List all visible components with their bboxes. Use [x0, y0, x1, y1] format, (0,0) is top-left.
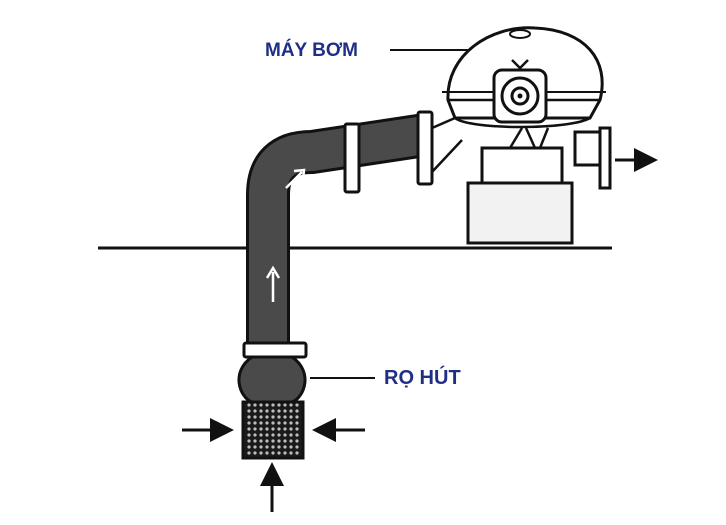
pump-base-top	[480, 146, 564, 185]
discharge-outlet	[573, 126, 612, 190]
pump-casing	[442, 26, 606, 129]
strainer-basket	[241, 400, 305, 460]
pump-inlet-neck	[431, 116, 463, 173]
pump-label: MÁY BƠM	[265, 39, 358, 61]
strainer-neck	[237, 355, 307, 404]
pump-support	[508, 127, 550, 149]
strainer-label: RỌ HÚT	[384, 365, 461, 389]
flow-arrow-icon	[265, 265, 281, 302]
pipe-flange-bottom	[242, 341, 308, 359]
pipe-flange-left	[343, 122, 361, 194]
pipe-flange-right	[416, 110, 434, 186]
flow-arrow-icon	[285, 168, 306, 189]
suction-pipe	[246, 113, 429, 350]
pump-base	[466, 181, 574, 245]
